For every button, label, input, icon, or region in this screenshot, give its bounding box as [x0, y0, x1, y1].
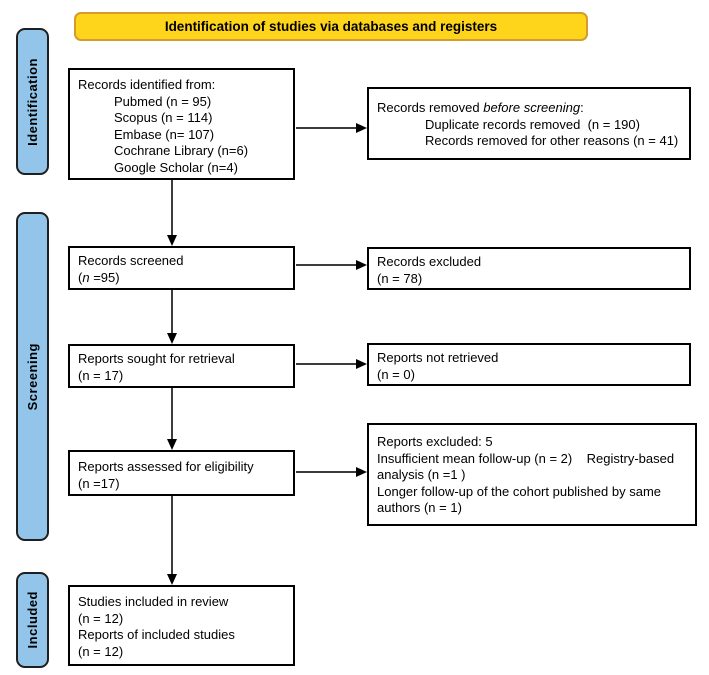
box-line: (n = 0) — [377, 366, 415, 382]
down-arrow-line — [171, 290, 173, 335]
box-line: Scopus (n = 114) — [114, 110, 213, 125]
stage-label-included: Included — [16, 572, 49, 668]
box-reports-not-retrieved: Reports not retrieved(n = 0) — [367, 343, 691, 386]
box-line: Records removed before screening: — [377, 100, 584, 115]
box-records-removed-before-screening: Records removed before screening:Duplica… — [367, 87, 691, 160]
down-arrow-head-icon — [167, 235, 177, 246]
down-arrow-head-icon — [167, 439, 177, 450]
box-line: Reports of included studies — [78, 627, 235, 642]
box-line: (n =17) — [78, 475, 120, 491]
stage-label-screening: Screening — [16, 212, 49, 541]
box-line: Longer follow-up of the cohort published… — [377, 483, 662, 499]
box-line: Pubmed (n = 95) — [114, 93, 212, 109]
stage-label-identification-text: Identification — [25, 57, 40, 146]
right-arrow-head-icon — [356, 260, 367, 270]
box-studies-included-in-review: Studies included in review(n = 12)Report… — [68, 585, 295, 666]
flow-title-label: Identification of studies via databases … — [164, 19, 498, 34]
box-line: authors (n = 1) — [377, 500, 462, 515]
down-arrow-line — [171, 388, 173, 440]
box-line: (n = 17) — [78, 367, 124, 383]
right-arrow-line — [296, 127, 358, 129]
box-reports-assessed-for-eligibility: Reports assessed for eligibility(n =17) — [68, 450, 295, 496]
box-line: Studies included in review — [78, 594, 229, 609]
down-arrow-head-icon — [167, 333, 177, 344]
box-line: Reports not retrieved — [377, 350, 499, 365]
box-line: Reports assessed for eligibility — [78, 459, 254, 474]
box-line: (n =95) — [78, 269, 120, 285]
right-arrow-line — [296, 264, 358, 266]
box-line: (n = 12) — [78, 643, 124, 659]
box-line: Cochrane Library (n=6) — [114, 143, 249, 158]
box-line: Insufficient mean follow-up (n = 2) Regi… — [377, 450, 675, 466]
right-arrow-head-icon — [356, 359, 367, 369]
down-arrow-head-icon — [167, 574, 177, 585]
box-line: Reports excluded: 5 — [377, 434, 493, 449]
box-line: (n = 78) — [377, 270, 423, 286]
box-line: Records removed for other reasons (n = 4… — [425, 133, 679, 148]
box-line: Records excluded — [377, 254, 482, 269]
box-line: Google Scholar (n=4) — [114, 159, 238, 175]
box-reports-sought-for-retrieval: Reports sought for retrieval(n = 17) — [68, 344, 295, 388]
box-line: Duplicate records removed (n = 190) — [425, 116, 640, 132]
box-records-screened: Records screened(n =95) — [68, 246, 295, 290]
down-arrow-line — [171, 180, 173, 237]
box-line: analysis (n =1 ) — [377, 467, 466, 482]
stage-label-screening-text: Screening — [25, 342, 40, 411]
stage-label-identification: Identification — [16, 28, 49, 175]
box-line: Records screened — [78, 253, 184, 268]
box-records-identified: Records identified from:Pubmed (n = 95)S… — [68, 68, 295, 180]
box-line: (n = 12) — [78, 610, 124, 626]
right-arrow-head-icon — [356, 467, 367, 477]
box-line: Records identified from: — [78, 77, 216, 92]
right-arrow-line — [296, 363, 358, 365]
right-arrow-head-icon — [356, 123, 367, 133]
box-line: Reports sought for retrieval — [78, 351, 235, 366]
box-line: Embase (n= 107) — [114, 126, 215, 142]
right-arrow-line — [296, 471, 358, 473]
down-arrow-line — [171, 496, 173, 575]
flow-title-banner: Identification of studies via databases … — [74, 12, 588, 41]
box-records-excluded: Records excluded(n = 78) — [367, 247, 691, 290]
stage-label-included-text: Included — [25, 591, 40, 649]
